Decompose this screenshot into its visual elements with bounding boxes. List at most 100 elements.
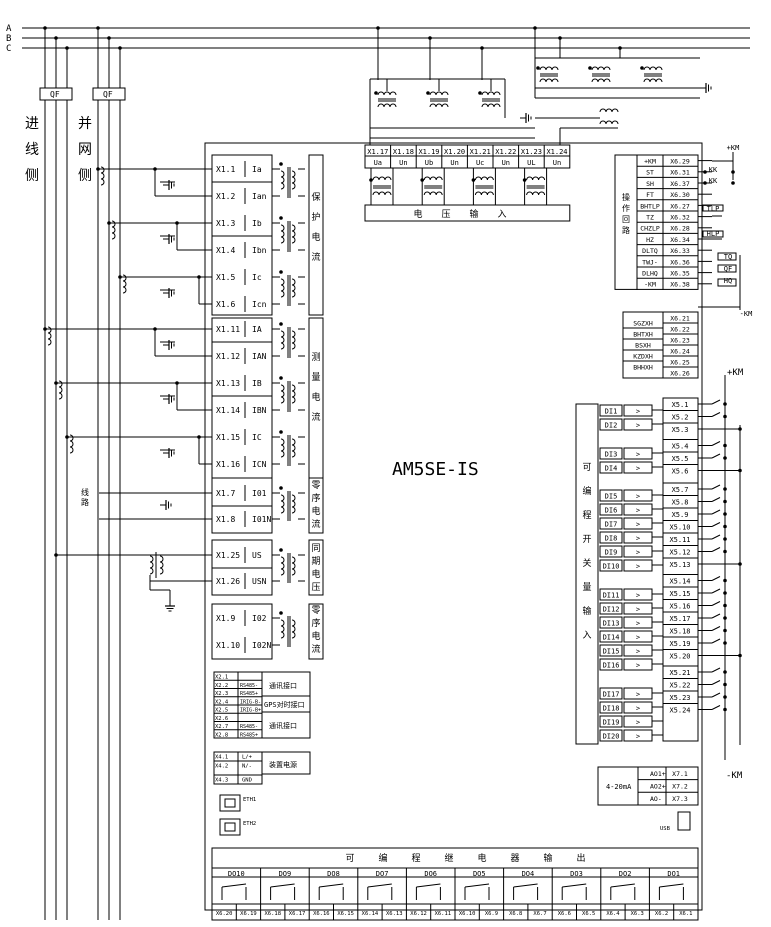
status-signal-KZDXH: KZDXH bbox=[633, 353, 653, 361]
signal-IC: IC bbox=[252, 433, 262, 442]
comm-group3-frame bbox=[261, 711, 311, 739]
di-terminal-X5.14: X5.14 bbox=[669, 578, 690, 586]
terminal-X1.1: X1.1 bbox=[216, 165, 235, 174]
pt-coil-top bbox=[481, 103, 501, 108]
do-contact bbox=[464, 883, 490, 888]
comm-signal: IRIG-B- bbox=[240, 699, 261, 705]
op-signal-ST: ST bbox=[646, 169, 654, 177]
ct-coil bbox=[280, 170, 285, 190]
di-contact bbox=[711, 601, 721, 606]
optocoupler-icon: > bbox=[636, 719, 640, 727]
di-contact bbox=[711, 588, 721, 594]
di-junction bbox=[723, 603, 727, 608]
group-label-char: 流 bbox=[311, 411, 320, 423]
hq-coil bbox=[717, 278, 737, 287]
di-terminal-X5.13: X5.13 bbox=[669, 561, 690, 569]
voltage-input-block: X1.17UaX1.18UnX1.19UbX1.20UnX1.21UcX1.22… bbox=[364, 26, 712, 222]
do-name-DO4: DO4 bbox=[522, 870, 535, 878]
ext-hq: HQ bbox=[724, 277, 732, 285]
ethernet-port-icon bbox=[219, 794, 241, 812]
voltage-terminal-X1.17: X1.17 bbox=[367, 148, 388, 156]
di-label-char: 输 bbox=[582, 605, 591, 617]
ct-coil bbox=[291, 619, 296, 639]
di-contact bbox=[711, 412, 721, 417]
di-contact bbox=[711, 613, 721, 619]
ext-kk-1: KK bbox=[709, 166, 718, 174]
ct-coil bbox=[291, 330, 296, 350]
ct-coil bbox=[280, 278, 285, 298]
pt-junction bbox=[54, 553, 58, 557]
ct-coil bbox=[291, 224, 296, 244]
do-terminal-X6.13: X6.13 bbox=[386, 911, 403, 917]
ao-signal-AO1+: AO1+ bbox=[650, 770, 666, 778]
do-name-DO5: DO5 bbox=[473, 870, 486, 878]
ct-junction bbox=[175, 381, 179, 385]
ct-coil bbox=[280, 224, 285, 244]
signal-IBN: IBN bbox=[252, 406, 267, 415]
pt-coil-bottom bbox=[474, 176, 494, 181]
status-signal-BHHXH: BHHXH bbox=[633, 364, 653, 372]
op-terminal-X6.27: X6.27 bbox=[670, 202, 690, 210]
polarity-dot bbox=[426, 91, 430, 95]
ct-primary-coil bbox=[47, 326, 52, 346]
do-label-char: 程 bbox=[411, 853, 420, 864]
usb-label: USB bbox=[660, 826, 671, 832]
signal-IAN: IAN bbox=[252, 352, 267, 361]
di-contact bbox=[711, 638, 721, 644]
signal-I01N: I01N bbox=[252, 515, 271, 524]
op-signal-HZ: HZ bbox=[646, 236, 654, 244]
di-junction bbox=[723, 670, 727, 674]
do-terminal-X6.7: X6.7 bbox=[533, 911, 546, 917]
do-terminal-X6.5: X6.5 bbox=[582, 911, 595, 917]
di-name-frame bbox=[599, 602, 623, 615]
device-enclosure bbox=[204, 142, 703, 911]
op-signal-TWJ-: TWJ- bbox=[642, 258, 658, 266]
signal-Ib: Ib bbox=[252, 219, 262, 228]
group-label-char: 序 bbox=[311, 617, 320, 629]
pt-coil-top bbox=[481, 91, 501, 96]
power-terminal-X4.1: X4.1 bbox=[215, 755, 228, 761]
signal-USN: USN bbox=[252, 577, 267, 586]
signal-I02N: I02N bbox=[252, 641, 271, 650]
di-junction bbox=[723, 707, 727, 712]
ethernet-jack bbox=[224, 822, 236, 832]
ground-icon bbox=[164, 599, 176, 612]
di-name-DI1: DI1 bbox=[605, 408, 618, 416]
di-name-frame bbox=[599, 701, 623, 714]
op-terminal-X6.36: X6.36 bbox=[670, 258, 690, 266]
group-label-char: 电 bbox=[311, 505, 320, 517]
signal-I02: I02 bbox=[252, 614, 267, 623]
bus-junction bbox=[428, 36, 432, 40]
optocoupler-icon: > bbox=[636, 691, 640, 699]
kk-contact bbox=[731, 181, 735, 185]
di-terminal-X5.22: X5.22 bbox=[669, 682, 690, 690]
pt-coil-bottom bbox=[526, 176, 546, 181]
di-name-frame bbox=[599, 404, 623, 417]
do-terminal-X6.19: X6.19 bbox=[240, 911, 257, 917]
ct-coil bbox=[280, 619, 285, 639]
op-signal-DLTQ: DLTQ bbox=[642, 247, 658, 255]
polarity-dot bbox=[588, 66, 592, 70]
digital-input-block: 可编程开关量输入X5.1X5.2X5.3X5.4X5.5X5.6X5.7X5.8… bbox=[575, 368, 744, 781]
polarity-dot bbox=[279, 548, 283, 552]
bus-label-c: C bbox=[6, 44, 11, 54]
di-name-frame bbox=[599, 531, 623, 544]
di-name-DI15: DI15 bbox=[603, 648, 620, 656]
group-label-char: 零 bbox=[311, 605, 320, 616]
pt-coil-bottom bbox=[526, 191, 546, 196]
di-name-DI7: DI7 bbox=[605, 521, 618, 529]
status-terminal-X6.24: X6.24 bbox=[670, 348, 690, 356]
voltage-signal: Un bbox=[399, 159, 407, 167]
grid-side-label-char: 并 bbox=[78, 116, 92, 132]
di-name-DI14: DI14 bbox=[603, 634, 620, 642]
signal-ICN: ICN bbox=[252, 460, 267, 469]
group-label-char: 流 bbox=[311, 518, 320, 530]
voltage-signal: Un bbox=[502, 159, 510, 167]
ct-junction bbox=[65, 435, 69, 439]
pt-coil-bottom bbox=[372, 176, 392, 181]
di-junction bbox=[723, 487, 727, 491]
terminal-X1.7: X1.7 bbox=[216, 489, 235, 498]
comm-group3-label: 通讯接口 bbox=[269, 721, 297, 730]
